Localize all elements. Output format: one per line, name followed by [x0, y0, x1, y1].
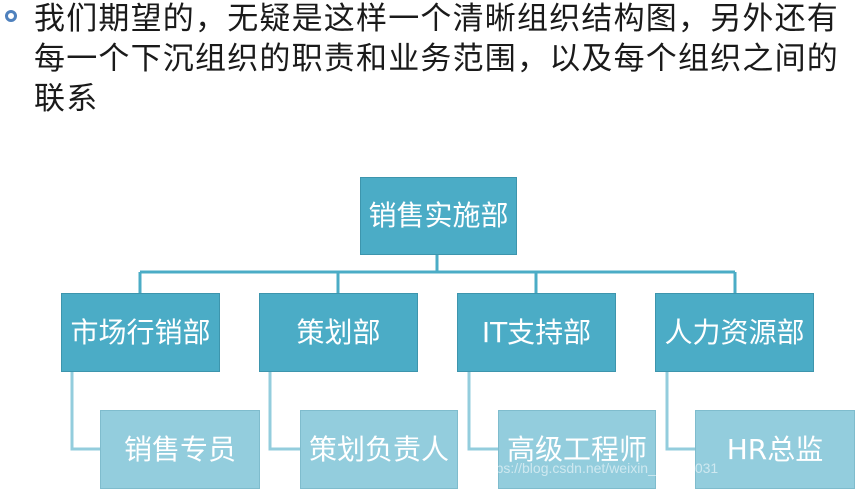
child-label: 策划负责人: [308, 432, 449, 466]
bullet-paragraph: 我们期望的，无疑是这样一个清晰组织结构图，另外还有每一个下沉组织的职责和业务范围…: [0, 0, 863, 150]
child-box-planning-lead: 策划负责人: [300, 410, 458, 489]
child-box-hr-director: HR总监: [695, 410, 855, 489]
watermark: https://blog.csdn.net/weixin_40090031: [480, 460, 719, 476]
child-label: HR总监: [726, 432, 824, 466]
bullet-text: 我们期望的，无疑是这样一个清晰组织结构图，另外还有每一个下沉组织的职责和业务范围…: [34, 1, 839, 117]
dept-label: IT支持部: [481, 315, 592, 349]
child-2-connector: [268, 372, 300, 451]
child-1-connector: [70, 372, 100, 451]
root-box: 销售实施部: [360, 177, 517, 255]
bullet-circle-icon: [5, 10, 17, 22]
dept-box-planning: 策划部: [259, 293, 418, 372]
dept-box-it: IT支持部: [457, 293, 616, 372]
root-label: 销售实施部: [368, 199, 509, 232]
dept-label: 策划部: [296, 315, 381, 349]
child-3-connector: [467, 372, 498, 451]
dept-label: 人力资源部: [664, 315, 805, 349]
dept-label: 市场行销部: [70, 315, 211, 349]
child-4-connector: [665, 372, 695, 451]
child-box-senior-engineer: 高级工程师: [498, 410, 656, 489]
dept-box-hr: 人力资源部: [655, 293, 814, 372]
child-box-sales: 销售专员: [100, 410, 260, 489]
child-label: 销售专员: [123, 432, 236, 466]
child-label: 高级工程师: [506, 432, 647, 466]
dept-box-marketing: 市场行销部: [61, 293, 220, 372]
